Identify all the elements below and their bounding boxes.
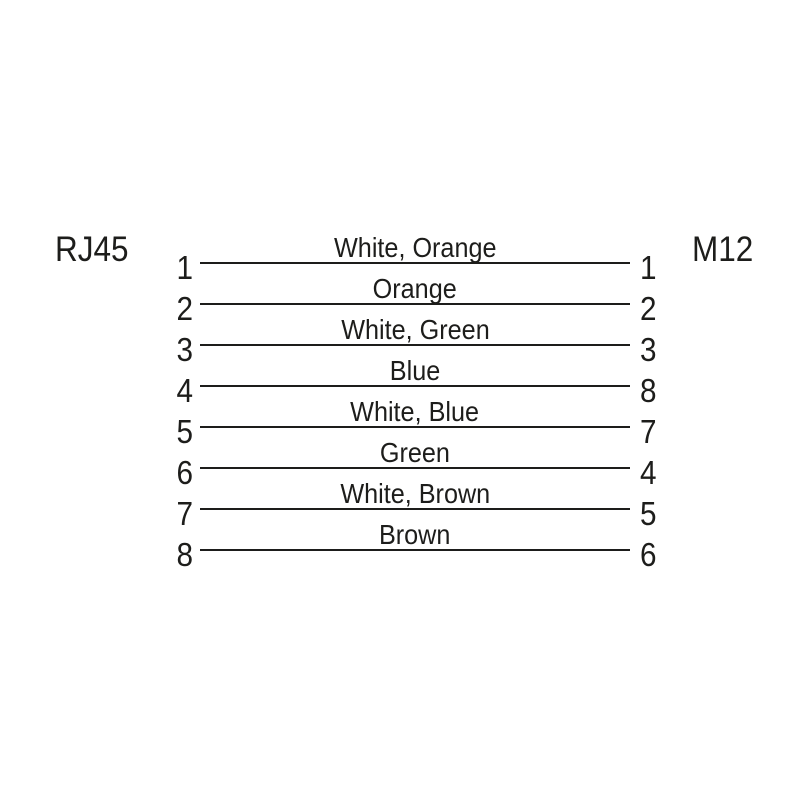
m12-pin-number: 6 (640, 536, 657, 573)
rj45-connector-label: RJ45 (55, 230, 129, 269)
wire-color-label-wrap: Blue (200, 357, 630, 385)
wire-connection-line (200, 426, 630, 428)
rj45-pin-number: 6 (176, 454, 193, 491)
wire-color-label: Green (379, 437, 451, 468)
m12-connector-label: M12 (692, 230, 754, 269)
wire-color-label: Orange (372, 273, 458, 304)
wire-color-label-wrap: Orange (200, 275, 630, 303)
wire-connection-line (200, 508, 630, 510)
wire-color-label: White, Orange (333, 232, 497, 263)
rj45-pin-number: 3 (176, 331, 193, 368)
wire-connection-line (200, 549, 630, 551)
m12-pin-number: 3 (640, 331, 657, 368)
wire-color-label-wrap: Green (200, 439, 630, 467)
m12-pin-number: 2 (640, 290, 657, 327)
rj45-pin-number: 4 (176, 372, 193, 409)
wire-color-label: Brown (379, 519, 451, 550)
wire-color-label-wrap: White, Blue (200, 398, 630, 426)
wire-connection-line (200, 385, 630, 387)
wire-connection-line (200, 467, 630, 469)
rj45-pin-number: 8 (176, 536, 193, 573)
rj45-pin-number: 5 (176, 413, 193, 450)
wire-color-label-wrap: White, Orange (200, 234, 630, 262)
wire-color-label-wrap: White, Green (200, 316, 630, 344)
m12-pin-number: 1 (640, 249, 657, 286)
wire-color-label: Blue (389, 355, 441, 386)
m12-pin-number: 4 (640, 454, 657, 491)
m12-pin-number: 8 (640, 372, 657, 409)
wire-color-label: White, Blue (350, 396, 480, 427)
wire-connection-line (200, 303, 630, 305)
wire-color-label-wrap: White, Brown (200, 480, 630, 508)
rj45-pin-number: 1 (176, 249, 193, 286)
wire-color-label: White, Brown (340, 478, 490, 509)
wire-color-label-wrap: Brown (200, 521, 630, 549)
m12-pin-number: 7 (640, 413, 657, 450)
rj45-pin-number: 2 (176, 290, 193, 327)
wire-connection-line (200, 262, 630, 264)
wire-color-label: White, Green (340, 314, 490, 345)
m12-pin-number: 5 (640, 495, 657, 532)
wire-connection-line (200, 344, 630, 346)
rj45-pin-number: 7 (176, 495, 193, 532)
